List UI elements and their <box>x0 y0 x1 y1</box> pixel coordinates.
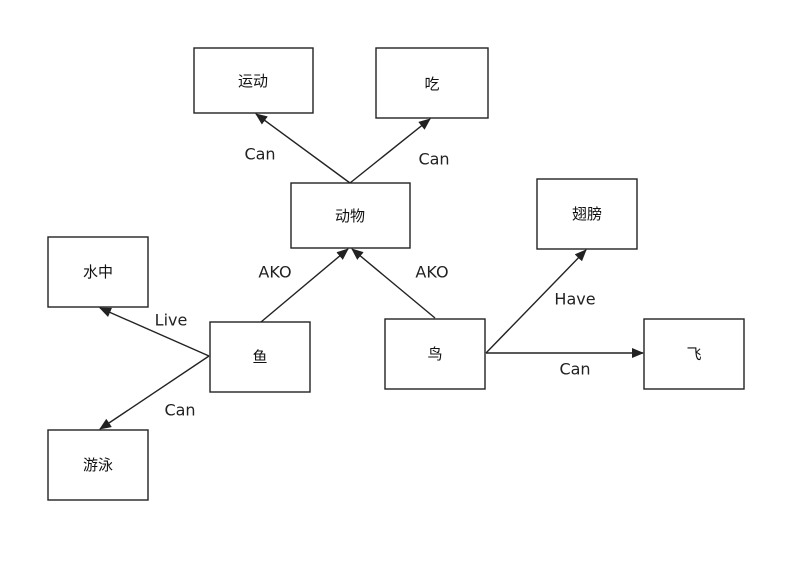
edge-label-yu-youyong: Can <box>164 401 195 420</box>
edge-dongwu-yundong <box>255 113 351 184</box>
edge-yu-dongwu <box>260 248 349 323</box>
arrow-line <box>99 355 210 430</box>
arrow-line <box>351 248 436 319</box>
node-niao: 鸟 <box>384 318 486 390</box>
node-label-dongwu: 动物 <box>335 207 365 225</box>
node-shuizhong: 水中 <box>47 236 149 308</box>
node-box <box>193 47 314 114</box>
arrow-line <box>260 248 349 323</box>
edge-label-yu-shuizhong: Live <box>155 311 188 330</box>
node-box <box>290 182 411 249</box>
node-box <box>375 47 489 119</box>
edge-niao-chibang <box>485 249 587 354</box>
edge-yu-youyong <box>99 355 210 430</box>
edge-yu-shuizhong <box>99 307 210 357</box>
node-fei: 飞 <box>643 318 745 390</box>
node-label-niao: 鸟 <box>427 345 442 363</box>
node-label-yu: 鱼 <box>252 348 267 366</box>
edge-label-yu-dongwu: AKO <box>258 263 291 282</box>
node-youyong: 游泳 <box>47 429 149 501</box>
node-box <box>643 318 745 390</box>
node-chibang: 翅膀 <box>536 178 638 250</box>
node-label-shuizhong: 水中 <box>83 263 113 281</box>
edge-label-niao-dongwu: AKO <box>415 263 448 282</box>
node-yu: 鱼 <box>209 321 311 393</box>
arrow-line <box>99 307 210 357</box>
node-label-yundong: 运动 <box>238 72 268 90</box>
edge-label-niao-chibang: Have <box>554 290 595 309</box>
node-box <box>47 236 149 308</box>
node-chi: 吃 <box>375 47 489 119</box>
edge-label-dongwu-chi: Can <box>418 150 449 169</box>
node-box <box>384 318 486 390</box>
node-label-chi: 吃 <box>424 75 439 93</box>
edge-niao-dongwu <box>351 248 436 319</box>
edge-label-dongwu-yundong: Can <box>244 145 275 164</box>
node-box <box>209 321 311 393</box>
node-label-chibang: 翅膀 <box>572 205 602 223</box>
edge-dongwu-chi <box>349 118 431 184</box>
node-box <box>536 178 638 250</box>
node-box <box>47 429 149 501</box>
arrow-line <box>485 249 587 354</box>
node-label-fei: 飞 <box>686 345 701 363</box>
node-yundong: 运动 <box>193 47 314 114</box>
arrow-line <box>255 113 351 184</box>
edge-label-niao-fei: Can <box>559 360 590 379</box>
node-label-youyong: 游泳 <box>83 456 113 474</box>
arrow-line <box>349 118 431 184</box>
node-dongwu: 动物 <box>290 182 411 249</box>
